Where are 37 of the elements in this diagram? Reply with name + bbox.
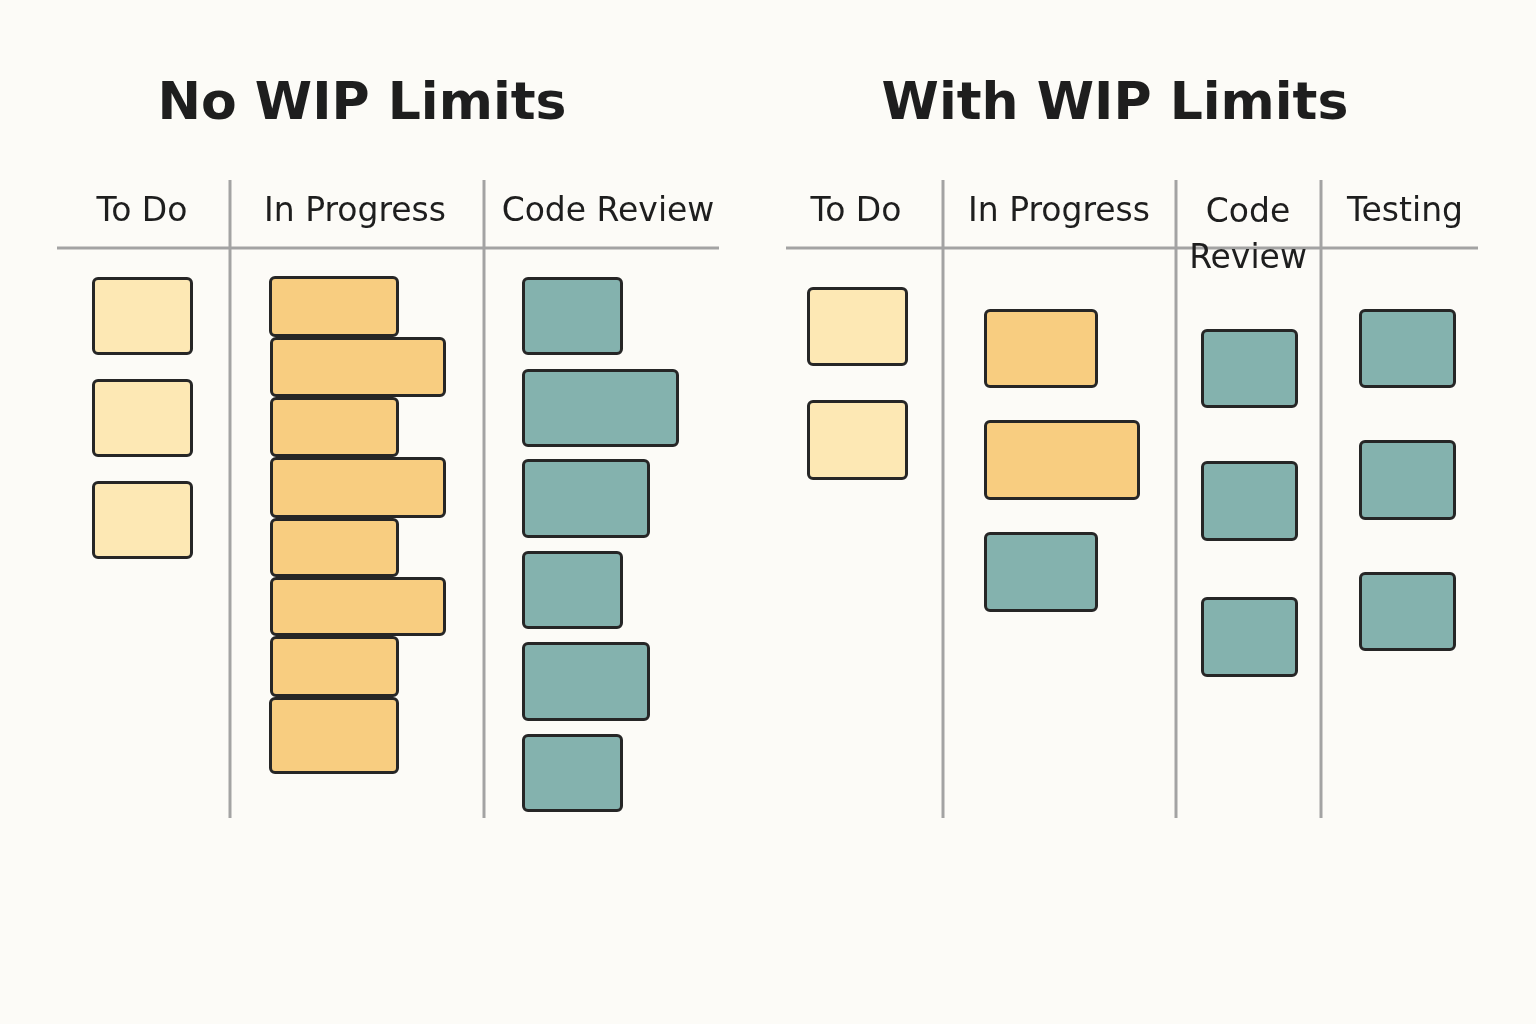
column-header: To Do: [809, 190, 903, 230]
task-card: [270, 577, 446, 636]
task-card: [1359, 440, 1456, 520]
task-card: [1201, 597, 1298, 677]
task-card: [270, 337, 446, 397]
task-card: [522, 369, 679, 447]
task-card: [270, 457, 446, 518]
column-header: In Progress: [263, 190, 447, 230]
task-card: [1359, 572, 1456, 651]
task-card: [270, 636, 399, 697]
column-header: Code Review: [1188, 190, 1308, 279]
column-header: In Progress: [967, 190, 1151, 230]
task-card: [807, 287, 908, 366]
task-card: [522, 459, 650, 538]
task-card: [269, 276, 399, 337]
board-title: With WIP Limits: [880, 70, 1350, 133]
task-card: [807, 400, 908, 480]
task-card: [92, 379, 193, 457]
task-card: [522, 277, 623, 355]
task-card: [1201, 329, 1298, 408]
task-card: [984, 532, 1098, 612]
task-card: [984, 309, 1098, 388]
task-card: [522, 734, 623, 812]
task-card: [92, 277, 193, 355]
task-card: [1201, 461, 1298, 541]
column-header: Testing: [1346, 190, 1464, 230]
task-card: [984, 420, 1140, 500]
column-header: To Do: [95, 190, 189, 230]
column-header: Code Review: [500, 190, 716, 230]
task-card: [1359, 309, 1456, 388]
board-title: No WIP Limits: [156, 70, 568, 133]
task-card: [92, 481, 193, 559]
task-card: [270, 397, 399, 457]
task-card: [269, 697, 399, 774]
task-card: [522, 642, 650, 721]
task-card: [522, 551, 623, 629]
task-card: [270, 518, 399, 577]
